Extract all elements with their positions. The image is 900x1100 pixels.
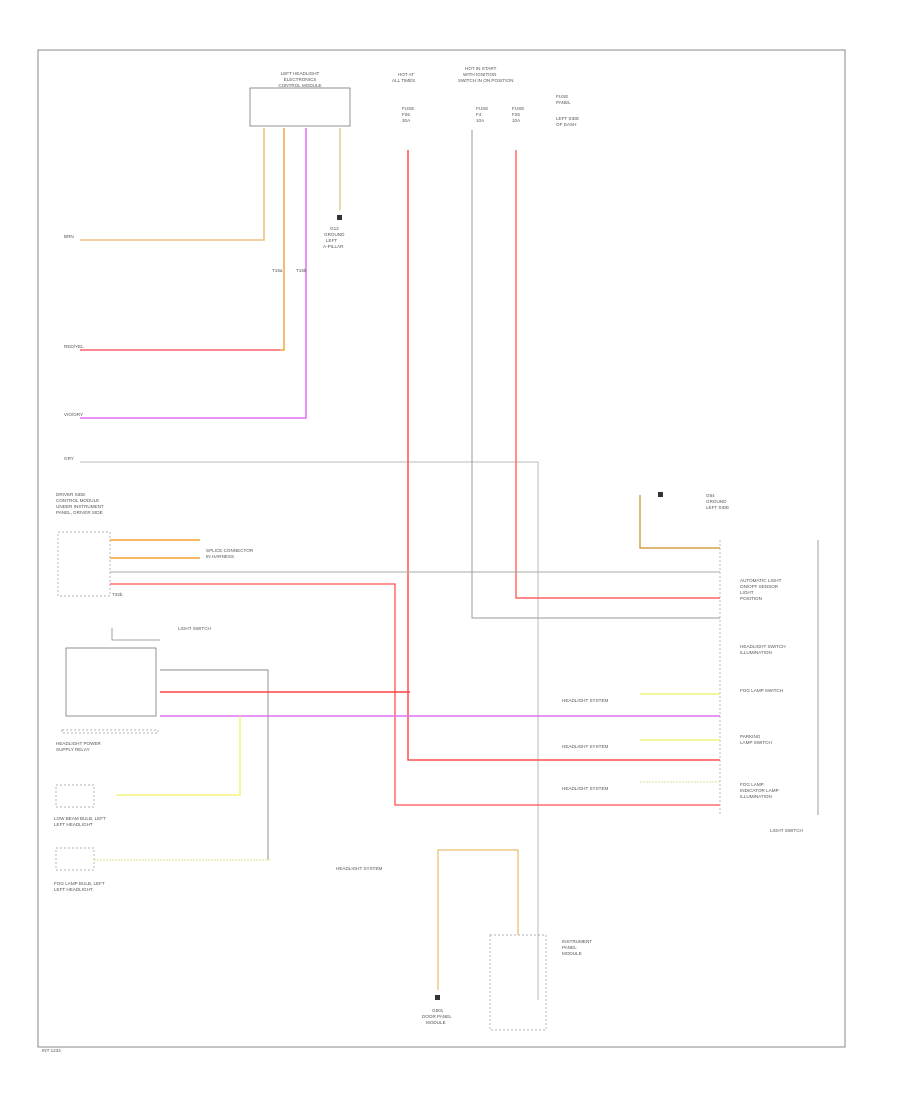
right-lamp-b: LEFT HEADLIGHT — [54, 887, 93, 892]
fuse-cap3-c: 10A — [512, 118, 521, 123]
sw-item-5c: ILLUMINATION — [740, 794, 772, 799]
footer-code: INT 1234 — [42, 1048, 61, 1053]
ground-right-symbol — [658, 492, 663, 497]
bottom-ground-a: G501 — [432, 1008, 444, 1013]
wire-gray-main — [80, 461, 539, 1000]
wire-orange-1 — [80, 128, 285, 351]
ground-top-b: GROUND — [324, 232, 345, 237]
left-lamp-b: LEFT HEADLIGHT — [54, 822, 93, 827]
fuse-cap3-b: F25 — [512, 112, 520, 117]
bottom-module-a: INSTRUMENT — [562, 939, 592, 944]
fuse-top2-a: HOT IN START — [465, 66, 497, 71]
relay-label: LIGHT SWITCH — [178, 626, 211, 631]
wire-gray-fuse2 — [471, 130, 720, 619]
hl-relay-a: HEADLIGHT POWER — [56, 741, 102, 746]
connector-b: IN HARNESS — [206, 554, 234, 559]
wire-label-viogry: VIO/GRY — [64, 412, 83, 417]
wire-red-fuse3 — [515, 150, 720, 599]
module-label-1: LEFT HEADLIGHT — [281, 71, 320, 76]
sw-item-1b: ON/OFF SENSOR — [740, 584, 779, 589]
sw-item-5a: FOG LAMP — [740, 782, 764, 787]
sw-item-5b: INDICATOR LAMP — [740, 788, 779, 793]
low-beam-box — [55, 784, 95, 808]
ground-top-symbol — [337, 215, 342, 220]
near-switch-a: HEADLIGHT SYSTEM — [562, 698, 609, 703]
fuse-top1-a: HOT AT — [398, 72, 414, 77]
sw-item-1c: LIGHT — [740, 590, 754, 595]
module-label-2: ELECTRONICS — [284, 77, 317, 82]
left-module-c: UNDER INSTRUMENT — [56, 504, 104, 509]
fuse-cap1-c: 30A — [402, 118, 411, 123]
fuse-cap3-a: FUSE — [512, 106, 524, 111]
relay-box — [65, 647, 157, 717]
fuse-top2-b: WITH IGNITION — [463, 72, 496, 77]
fuse-cap2-b: F4 — [476, 112, 482, 117]
bottom-module-b: PANEL — [562, 945, 577, 950]
bottom-ground-b: DOOR PANEL — [422, 1014, 452, 1019]
fog-lamp-box — [55, 847, 95, 871]
ground-right-c: LEFT SIDE — [706, 505, 729, 510]
sw-item-2a: HEADLIGHT SWITCH — [740, 644, 786, 649]
bottom-module-box — [489, 934, 547, 1031]
near-switch-b: HEADLIGHT SYSTEM — [562, 744, 609, 749]
relay-dash — [61, 729, 159, 734]
light-switch-label: LIGHT SWITCH — [770, 828, 803, 833]
fuse-panel-c: LEFT SIDE — [556, 116, 579, 121]
left-lamp-a: LOW BEAM BULB, LEFT — [54, 816, 106, 821]
sw-item-4a: PARKING — [740, 734, 761, 739]
sw-item-4b: LAMP SWITCH — [740, 740, 772, 745]
sw-item-2b: ILLUMINATION — [740, 650, 772, 655]
sw-item-1a: AUTOMATIC LIGHT — [740, 578, 782, 583]
wire-bottom-brn — [437, 849, 519, 990]
fuse-top1-b: ALL TIMES — [392, 78, 415, 83]
wire-label-brn: BRN — [64, 234, 74, 239]
junction-b: T16b — [296, 268, 307, 273]
wire-relay-1 — [160, 669, 269, 860]
diagram-frame — [37, 49, 846, 1048]
wire-lowbeam — [116, 716, 241, 796]
relay-top-wire — [111, 628, 160, 641]
ground-top-d: A-PILLAR — [323, 244, 344, 249]
circ-label: HEADLIGHT SYSTEM — [336, 866, 383, 871]
near-switch-c: HEADLIGHT SYSTEM — [562, 786, 609, 791]
ground-right-b: GROUND — [706, 499, 727, 504]
sw-item-3a: FOG LAMP SWITCH — [740, 688, 783, 693]
fuse-top2-c: SWITCH IN ON POSITION — [458, 78, 513, 83]
connector-a: SPLICE CONNECTOR — [206, 548, 254, 553]
left-module-a: DRIVER SIDE — [56, 492, 85, 497]
module-label-3: CONTROL MODULE — [278, 83, 321, 88]
bottom-module-c: MODULE — [562, 951, 582, 956]
wire-group: T32b — [112, 592, 123, 597]
fuse-cap2-c: 10A — [476, 118, 485, 123]
wire-brn-1 — [80, 128, 265, 241]
fuse-cap2-a: FUSE — [476, 106, 488, 111]
wire-red-fuse1 — [407, 150, 720, 761]
driver-module-box — [57, 531, 111, 597]
fuse-cap1-a: FUSE — [402, 106, 414, 111]
left-module-b: CONTROL MODULE — [56, 498, 99, 503]
ground-top-c: LEFT — [326, 238, 337, 243]
bottom-ground-c: MODULE — [426, 1020, 446, 1025]
ground-top-a: G12 — [330, 226, 339, 231]
left-module-d: PANEL, DRIVER SIDE — [56, 510, 103, 515]
fuse-panel-b: PANEL — [556, 100, 571, 105]
sw-item-1d: POSITION — [740, 596, 762, 601]
hl-relay-b: SUPPLY RELAY — [56, 747, 90, 752]
fuse-cap1-b: F26 — [402, 112, 410, 117]
bottom-ground-symbol — [435, 995, 440, 1000]
right-lamp-a: FOG LAMP BULB, LEFT — [54, 881, 105, 886]
wire-label-gry: GRY — [64, 456, 74, 461]
wire-ground-right — [639, 495, 720, 549]
fuse-panel-d: OF DASH — [556, 122, 576, 127]
ground-right-a: G64 — [706, 493, 715, 498]
wire-label-redyel: RED/YEL — [64, 344, 84, 349]
fuse-panel-a: FUSE — [556, 94, 568, 99]
wire-conn-4 — [110, 583, 720, 806]
junction-a: T16a — [272, 268, 283, 273]
wire-violet-1 — [80, 128, 307, 419]
headlight-module-box — [249, 87, 351, 127]
